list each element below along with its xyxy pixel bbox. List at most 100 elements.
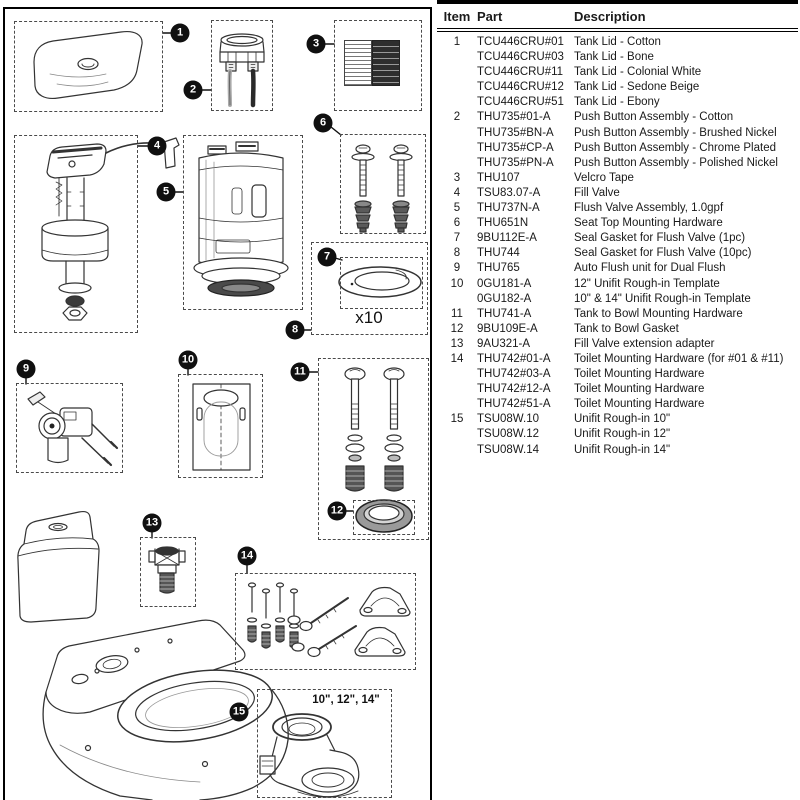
cell-item: 6 — [453, 217, 461, 230]
cell-item: 14 — [450, 352, 464, 365]
cell-part: THU742#12-A — [477, 383, 551, 396]
cell-desc: Auto Flush unit for Dual Flush — [574, 262, 726, 275]
cell-item: 2 — [453, 111, 461, 124]
table-row: 4 TSU83.07-A Fill Valve — [437, 186, 798, 201]
cell-desc: Unifit Rough-in 10" — [574, 413, 671, 426]
cell-item: 12 — [450, 322, 464, 335]
cell-desc: Tank Lid - Ebony — [574, 96, 660, 109]
cell-desc: Unifit Rough-in 12" — [574, 428, 671, 441]
cell-part: 9BU109E-A — [477, 322, 538, 335]
part-box-10 — [178, 374, 263, 478]
cell-item: 4 — [453, 186, 461, 199]
unifit-adapter-drawing — [259, 713, 360, 798]
callout-11: 11 — [290, 362, 310, 382]
seat-hardware-drawing — [351, 144, 413, 233]
callout-5: 5 — [156, 182, 176, 202]
callout-13: 13 — [142, 513, 162, 533]
toilet-tank-drawing — [17, 510, 100, 623]
cell-desc: Tank Lid - Bone — [574, 51, 654, 64]
cell-desc: Unifit Rough-in 14" — [574, 443, 671, 456]
velcro-tape-dark-half — [372, 40, 400, 86]
cell-desc: Seal Gasket for Flush Valve (10pc) — [574, 247, 752, 260]
cell-item: 1 — [453, 36, 461, 48]
part-box-5 — [183, 135, 303, 310]
table-row: TCU446CRU#51 Tank Lid - Ebony — [437, 95, 798, 110]
cell-item: 11 — [451, 307, 463, 320]
cell-item — [437, 50, 477, 65]
cell-item: 8 — [453, 247, 461, 260]
part-box-7 — [340, 257, 423, 309]
cell-desc: Toilet Mounting Hardware — [574, 383, 705, 396]
cell-part: THU765 — [477, 262, 520, 275]
cell-part: TSU83.07-A — [477, 186, 541, 199]
cell-desc: Tank Lid - Colonial White — [574, 66, 702, 79]
tank-gasket-drawing — [355, 499, 413, 533]
cell-desc: Tank to Bowl Gasket — [574, 322, 679, 335]
part-box-14 — [235, 573, 416, 670]
callout-12: 12 — [327, 501, 347, 521]
cell-desc: Fill Valve extension adapter — [574, 337, 715, 350]
part-box-15 — [257, 689, 392, 798]
push-button-drawing — [219, 33, 265, 108]
cell-desc: Flush Valve Assembly, 1.0gpf — [574, 202, 724, 215]
cell-part: 0GU181-A — [477, 277, 532, 290]
part-box-4 — [14, 135, 138, 333]
cell-part: TSU08W.14 — [477, 443, 539, 456]
cell-item — [437, 126, 477, 141]
cell-part: TSU08W.12 — [477, 428, 539, 441]
table-row: 2 THU735#01-A Push Button Assembly - Cotto… — [437, 110, 798, 125]
cell-desc: Tank Lid - Sedone Beige — [574, 81, 700, 94]
cell-part: THU737N-A — [477, 202, 540, 215]
cell-desc: Push Button Assembly - Cotton — [574, 111, 734, 124]
cell-item — [437, 367, 477, 382]
cell-part: 0GU182-A — [477, 292, 532, 305]
part-box-12 — [353, 500, 415, 535]
tank-lid-drawing — [33, 30, 143, 100]
extension-adapter-drawing — [148, 546, 186, 594]
cell-item — [437, 292, 477, 307]
cell-item — [437, 382, 477, 397]
callout-2: 2 — [183, 80, 203, 100]
cell-desc: Toilet Mounting Hardware — [574, 368, 705, 381]
callout-3: 3 — [306, 34, 326, 54]
cell-part: THU107 — [477, 171, 520, 184]
part-box-1 — [14, 21, 163, 112]
cell-part: THU735#CP-A — [477, 141, 554, 154]
cell-desc: 10" & 14" Unifit Rough-in Template — [574, 292, 751, 305]
toilet-bowl-drawing — [42, 619, 289, 800]
floor-hardware-drawing — [246, 582, 411, 658]
cell-part: TCU446CRU#51 — [477, 96, 564, 109]
cell-item — [437, 80, 477, 95]
cell-item: 9 — [453, 262, 461, 275]
callout-10: 10 — [178, 350, 198, 370]
cell-desc: Fill Valve — [574, 186, 620, 199]
cell-item — [437, 141, 477, 156]
part-box-2 — [211, 20, 273, 111]
cell-desc: Toilet Mounting Hardware — [574, 398, 705, 411]
cell-part: 9AU321-A — [477, 337, 531, 350]
cell-part: THU735#01-A — [477, 111, 551, 124]
callout-15: 15 — [229, 702, 249, 722]
cell-desc: Push Button Assembly - Chrome Plated — [574, 141, 776, 154]
cell-part: THU651N — [477, 217, 529, 230]
cell-item: 5 — [453, 202, 461, 215]
table-row: 5 THU737N-A Flush Valve Assembly, 1.0gpf — [437, 201, 798, 216]
cell-part: TCU446CRU#12 — [477, 81, 564, 94]
cell-part: THU741-A — [477, 307, 532, 320]
cell-part: THU744 — [477, 247, 520, 260]
